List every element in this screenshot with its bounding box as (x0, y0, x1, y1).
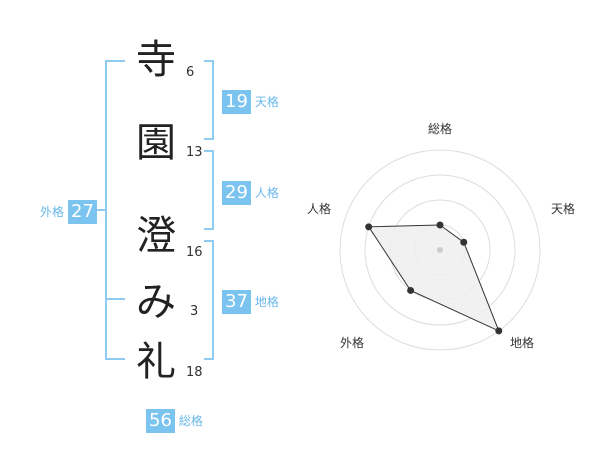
jinkaku-bracket (204, 150, 214, 230)
gaikaku-bracket-inner (105, 298, 125, 300)
gaikaku-bracket-tick (95, 209, 105, 211)
radar-polygon (367, 224, 500, 332)
chikaku-value: 37 (222, 290, 251, 314)
stroke-count-4: 3 (190, 304, 199, 319)
tenkaku-bracket (204, 60, 214, 140)
tenkaku-label: 天格 (254, 95, 279, 109)
jinkaku-value: 29 (222, 181, 251, 205)
soukaku: 56 総格 (146, 409, 203, 433)
name-char-3: 澄 (136, 213, 176, 259)
tenkaku-value: 19 (222, 90, 251, 114)
chikaku: 37 地格 (222, 290, 279, 314)
stroke-count-2: 13 (186, 145, 203, 160)
radar-point-1 (436, 221, 444, 229)
radar-point-4 (407, 286, 415, 294)
gaikaku-bracket (105, 60, 125, 360)
radar-label-chikaku: 地格 (510, 336, 535, 350)
name-char-2: 園 (136, 120, 176, 166)
soukaku-value: 56 (146, 409, 175, 433)
radar-point-2 (460, 238, 468, 246)
name-char-4: み (136, 279, 176, 325)
radar-ring-4 (339, 149, 541, 351)
gaikaku-label: 外格 (40, 205, 65, 219)
radar-ring-3 (364, 174, 516, 326)
stroke-count-3: 16 (186, 245, 203, 260)
radar-center (437, 247, 443, 253)
tenkaku: 19 天格 (222, 90, 279, 114)
radar-label-tenkaku: 天格 (551, 202, 576, 216)
gaikaku: 外格 27 (40, 200, 97, 224)
name-char-5: 礼 (136, 339, 176, 385)
jinkaku: 29 人格 (222, 181, 279, 205)
chikaku-label: 地格 (254, 295, 279, 309)
radar-point-5 (365, 223, 373, 231)
stroke-count-5: 18 (186, 365, 203, 380)
radar-label-jinkaku: 人格 (307, 202, 332, 216)
chikaku-bracket (204, 240, 214, 360)
jinkaku-label: 人格 (254, 186, 279, 200)
radar-point-3 (495, 327, 503, 335)
soukaku-label: 総格 (178, 414, 203, 428)
radar-label-gaikaku: 外格 (340, 336, 365, 350)
gaikaku-value: 27 (68, 200, 97, 224)
name-char-1: 寺 (136, 37, 176, 83)
stroke-count-1: 6 (186, 65, 195, 80)
radar-label-soukaku: 総格 (428, 122, 453, 136)
